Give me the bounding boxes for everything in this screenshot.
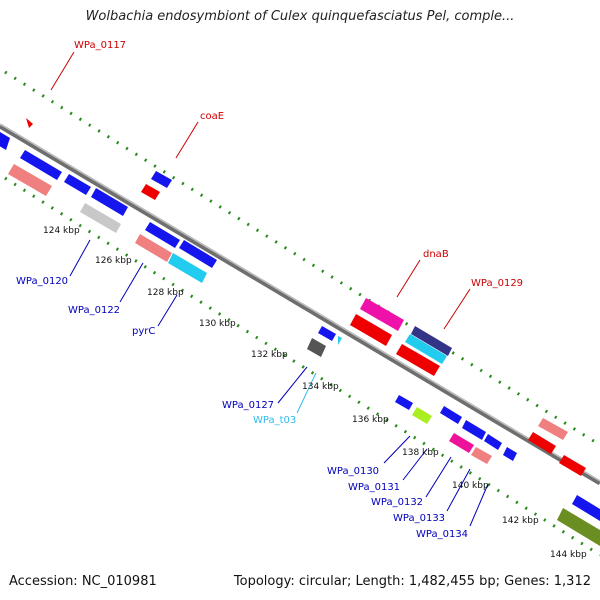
ruler-label: 136 kbp [352, 415, 389, 425]
gene-label-wpa-0129[interactable]: WPa_0129 [471, 278, 523, 289]
gene-block[interactable] [396, 344, 440, 376]
genome-backbone-highlight [0, 123, 600, 482]
gene-block[interactable] [395, 395, 413, 410]
gene-block[interactable] [411, 326, 452, 356]
ruler-label: 140 kbp [452, 481, 489, 491]
gene-label-wpa-0132[interactable]: WPa_0132 [371, 497, 423, 508]
gene-block[interactable] [484, 434, 502, 450]
gene-block[interactable] [338, 336, 342, 345]
ruler-label: 132 kbp [251, 350, 288, 360]
accession-text: Accession: NC_010981 [9, 574, 157, 589]
map-title: Wolbachia endosymbiont of Culex quinquef… [85, 9, 515, 24]
gene-block[interactable] [20, 150, 62, 180]
gene-block[interactable] [307, 338, 326, 357]
gene-block[interactable] [318, 326, 336, 341]
ruler-label: 134 kbp [302, 382, 339, 392]
gene-label-dnab[interactable]: dnaB [423, 249, 449, 260]
gene-block[interactable] [412, 407, 432, 424]
gene-label-wpa-0120[interactable]: WPa_0120 [16, 276, 68, 287]
gene-block[interactable] [64, 174, 91, 195]
gene-block[interactable] [538, 418, 568, 440]
inner-tick-track [4, 176, 600, 557]
ruler-labels: 124 kbp 126 kbp 128 kbp 130 kbp 132 kbp … [43, 226, 587, 560]
gene-block[interactable] [350, 314, 392, 346]
gene-block[interactable] [572, 495, 600, 521]
genome-summary-text: Topology: circular; Length: 1,482,455 bp… [233, 574, 591, 589]
gene-block[interactable] [91, 188, 128, 216]
ruler-label: 138 kbp [402, 448, 439, 458]
gene-block[interactable] [145, 222, 180, 248]
gene-block[interactable] [135, 234, 172, 262]
gene-block[interactable] [151, 171, 172, 188]
gene-block[interactable] [559, 455, 586, 476]
gene-block[interactable] [405, 334, 447, 364]
feature-blocks[interactable] [0, 118, 600, 546]
gene-label-wpa-0122[interactable]: WPa_0122 [68, 305, 120, 316]
ruler-label: 126 kbp [95, 256, 132, 266]
callout-lines [50, 51, 489, 527]
gene-block[interactable] [462, 420, 486, 440]
gene-label-wpa-t03[interactable]: WPa_t03 [253, 415, 296, 426]
gene-block[interactable] [80, 203, 121, 233]
gene-block[interactable] [471, 447, 492, 464]
gene-label-wpa-0130[interactable]: WPa_0130 [327, 466, 379, 477]
gene-label-wpa-0131[interactable]: WPa_0131 [348, 482, 400, 493]
gene-label-wpa-0117[interactable]: WPa_0117 [74, 40, 126, 51]
gene-block[interactable] [557, 508, 600, 546]
genome-backbone [0, 123, 600, 486]
gene-labels: WPa_0117 coaE WPa_0120 WPa_0122 pyrC dna… [16, 40, 523, 540]
gene-label-pyrc[interactable]: pyrC [132, 326, 155, 337]
gene-label-wpa-0133[interactable]: WPa_0133 [393, 513, 445, 524]
gene-block[interactable] [141, 184, 160, 200]
gene-label-wpa-0134[interactable]: WPa_0134 [416, 529, 468, 540]
ruler-label: 124 kbp [43, 226, 80, 236]
gene-block[interactable] [8, 164, 52, 196]
ruler-label: 128 kbp [147, 288, 184, 298]
gene-block[interactable] [440, 406, 462, 424]
ruler-label: 144 kbp [550, 550, 587, 560]
gene-block[interactable] [528, 432, 556, 454]
gene-block[interactable] [503, 447, 517, 461]
gene-label-wpa-0127[interactable]: WPa_0127 [222, 400, 274, 411]
gene-block[interactable] [360, 298, 404, 331]
genome-map[interactable]: 124 kbp 126 kbp 128 kbp 130 kbp 132 kbp … [0, 0, 600, 570]
gene-block[interactable] [0, 132, 10, 150]
ruler-label: 130 kbp [199, 319, 236, 329]
gene-block[interactable] [179, 240, 217, 268]
ruler-label: 142 kbp [502, 516, 539, 526]
gene-block[interactable] [449, 433, 474, 453]
gene-block[interactable] [26, 118, 33, 128]
gene-label-coae[interactable]: coaE [200, 111, 224, 122]
gene-block[interactable] [168, 253, 207, 283]
